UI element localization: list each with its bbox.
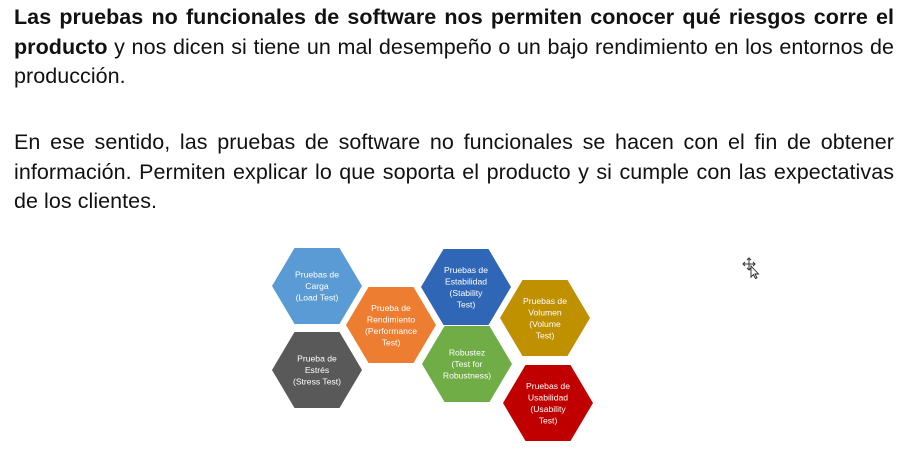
hexagon-label-volumen: Pruebas de [523, 296, 567, 306]
hexagon-label-volumen: Test) [536, 330, 555, 340]
move-cursor-icon [742, 257, 760, 279]
hexagon-shape-rendimiento [346, 287, 436, 363]
hexagon-shape-carga [272, 248, 362, 324]
hexagon-shape-estres [272, 332, 362, 408]
hexagon-label-usabilidad: Test) [539, 415, 558, 425]
hexagon-label-rendimiento: Test) [382, 337, 401, 347]
hexagon-label-estres: Prueba de [297, 354, 337, 364]
hexagon-label-carga: Pruebas de [295, 270, 339, 280]
hexagon-shape-volumen [500, 280, 590, 356]
hexagon-label-rendimiento: (Performance [365, 326, 417, 336]
hexagon-label-estabilidad: Test) [457, 299, 476, 309]
intro-rest-text: y nos dicen si tiene un mal desempeño o … [14, 34, 894, 89]
hexagon-label-estres: Estrés [305, 365, 329, 375]
hexagon-label-rendimiento: Prueba de [371, 303, 411, 313]
hexagon-label-estabilidad: Pruebas de [444, 265, 488, 275]
intro-bold-text: Las pruebas no funcionales de software n… [14, 5, 894, 59]
hexagon-label-carga: Carga [305, 281, 329, 291]
hexagon-label-rendimiento: Rendimiento [367, 314, 415, 324]
purpose-paragraph: En ese sentido, las pruebas de software … [14, 130, 894, 213]
hexagon-label-robustez: (Test for [451, 359, 482, 369]
hexagon-shape-estabilidad [421, 249, 511, 325]
hexagon-label-usabilidad: (Usability [530, 404, 566, 414]
hexagon-label-usabilidad: Pruebas de [526, 381, 570, 391]
hexagon-label-volumen: (Volume [529, 319, 561, 329]
hexagon-label-robustez: Robustez [449, 348, 485, 358]
intro-paragraph: Las pruebas no funcionales de software n… [14, 3, 894, 92]
hexagon-label-estres: (Stress Test) [293, 377, 341, 387]
hexagon-label-usabilidad: Usabilidad [528, 392, 568, 402]
hexagon-shape-usabilidad [503, 365, 593, 441]
hexagon-shape-robustez [422, 326, 512, 402]
hexagon-label-estabilidad: Estabilidad [445, 276, 487, 286]
hexagon-label-volumen: Volumen [528, 307, 562, 317]
hexagon-label-robustez: Robustness) [443, 371, 491, 381]
hexagon-label-estabilidad: (Stability [450, 288, 484, 298]
hexagon-label-carga: (Load Test) [296, 293, 339, 303]
